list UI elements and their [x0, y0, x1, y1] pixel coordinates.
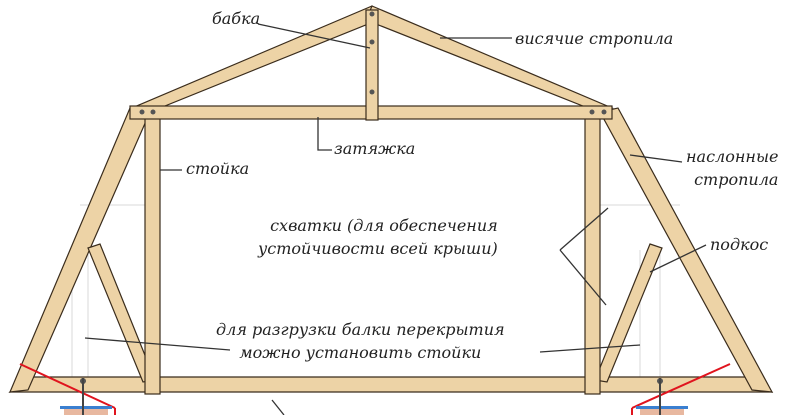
red-marker-lines	[19, 363, 731, 415]
label-strut: подкос	[710, 235, 769, 254]
label-babka: бабка	[212, 9, 261, 28]
king-post	[365, 9, 379, 121]
leader-lines	[84, 23, 707, 415]
label-note: для разгрузки балки перекрытия можно уст…	[216, 318, 505, 364]
label-hanging-rafters: висячие стропила	[515, 29, 674, 48]
right-hanging-rafter	[365, 5, 614, 113]
bolts	[80, 11, 663, 384]
label-sloped-rafters-line1: наслонные	[686, 147, 779, 166]
right-post	[584, 117, 601, 395]
label-braces-line2: устойчивости всей крыши)	[258, 239, 498, 259]
label-sloped-rafters-line2: стропила	[694, 170, 779, 190]
right-strut	[594, 243, 663, 383]
label-tie-beam: затяжка	[334, 139, 416, 158]
wall-supports	[60, 378, 688, 415]
label-post: стойка	[186, 159, 250, 178]
label-note-line1: для разгрузки балки перекрытия	[216, 320, 505, 339]
left-post	[144, 117, 161, 395]
label-note-line2: можно установить стойки	[239, 343, 482, 363]
label-braces: схватки (для обеспечения устойчивости вс…	[258, 214, 498, 260]
label-braces-line1: схватки (для обеспечения	[270, 216, 498, 235]
label-sloped-rafters: наслонные стропила	[686, 145, 778, 191]
